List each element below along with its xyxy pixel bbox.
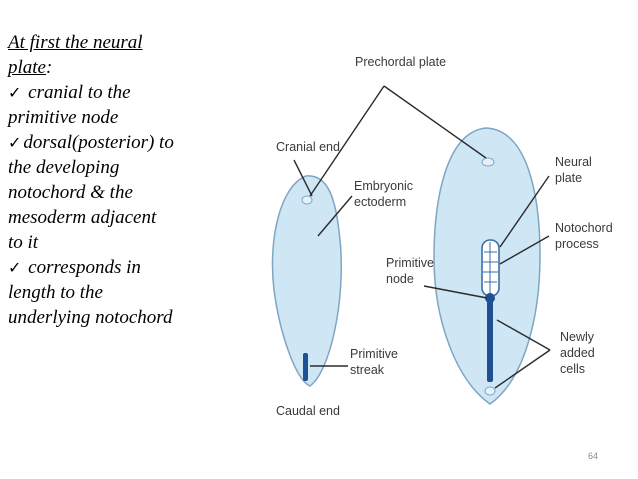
page-number: 64	[588, 451, 599, 461]
label-neural-plate-2: plate	[555, 171, 582, 185]
left-prechordal-plate	[301, 195, 313, 205]
bullet-1-line-2: primitive node	[8, 107, 119, 128]
label-primitive-node-2: node	[386, 272, 414, 286]
leader-lines	[293, 85, 551, 389]
heading-line-1: At first the neural	[8, 32, 143, 53]
label-primitive-node-1: Primitive	[386, 256, 434, 270]
label-cranial-end: Cranial end	[276, 140, 340, 154]
label-notochordal-process-2: process	[555, 237, 599, 251]
heading-line-2: plate:	[8, 57, 53, 78]
bullet-2-line-4: mesoderm adjacent	[8, 207, 157, 228]
primitive-node	[485, 293, 495, 303]
check-icon: ✓	[8, 258, 22, 277]
embryo-diagram: Prechordal plate Cranial end Embryonic e…	[271, 55, 612, 418]
check-icon: ✓	[8, 133, 22, 152]
label-neural-plate-1: Neural	[555, 155, 592, 169]
bullet-3-line-2: length to the	[8, 282, 103, 303]
label-primitive-streak-2: streak	[350, 363, 385, 377]
check-icon: ✓	[8, 83, 22, 102]
label-primitive-streak-1: Primitive	[350, 347, 398, 361]
bullet-2-line-2: the developing	[8, 157, 120, 178]
right-primitive-streak	[487, 300, 493, 382]
bullet-2-line-5: to it	[8, 232, 39, 253]
right-prechordal-plate	[481, 157, 495, 167]
label-embryonic-ectoderm-2: ectoderm	[354, 195, 406, 209]
bullet-2-line-1: ✓dorsal(posterior) to	[8, 132, 174, 153]
label-notochordal-process-1: Notochordal	[555, 221, 612, 235]
bullet-2-line-3: notochord & the	[8, 182, 133, 203]
label-newly-added-cells-3: cells	[560, 362, 585, 376]
left-primitive-streak	[303, 353, 308, 381]
label-newly-added-cells-1: Newly	[560, 330, 595, 344]
bullet-1-line-1: ✓ cranial to the	[8, 82, 131, 103]
bullet-3-line-3: underlying notochord	[8, 307, 173, 328]
label-newly-added-cells-2: added	[560, 346, 595, 360]
label-embryonic-ectoderm-1: Embryonic	[354, 179, 413, 193]
slide-text: At first the neural plate: ✓ cranial to …	[8, 30, 253, 330]
label-caudal-end: Caudal end	[276, 404, 340, 418]
bullet-3-line-1: ✓ corresponds in	[8, 257, 141, 278]
cloacal-membrane	[484, 386, 496, 396]
label-prechordal-plate: Prechordal plate	[355, 55, 446, 69]
